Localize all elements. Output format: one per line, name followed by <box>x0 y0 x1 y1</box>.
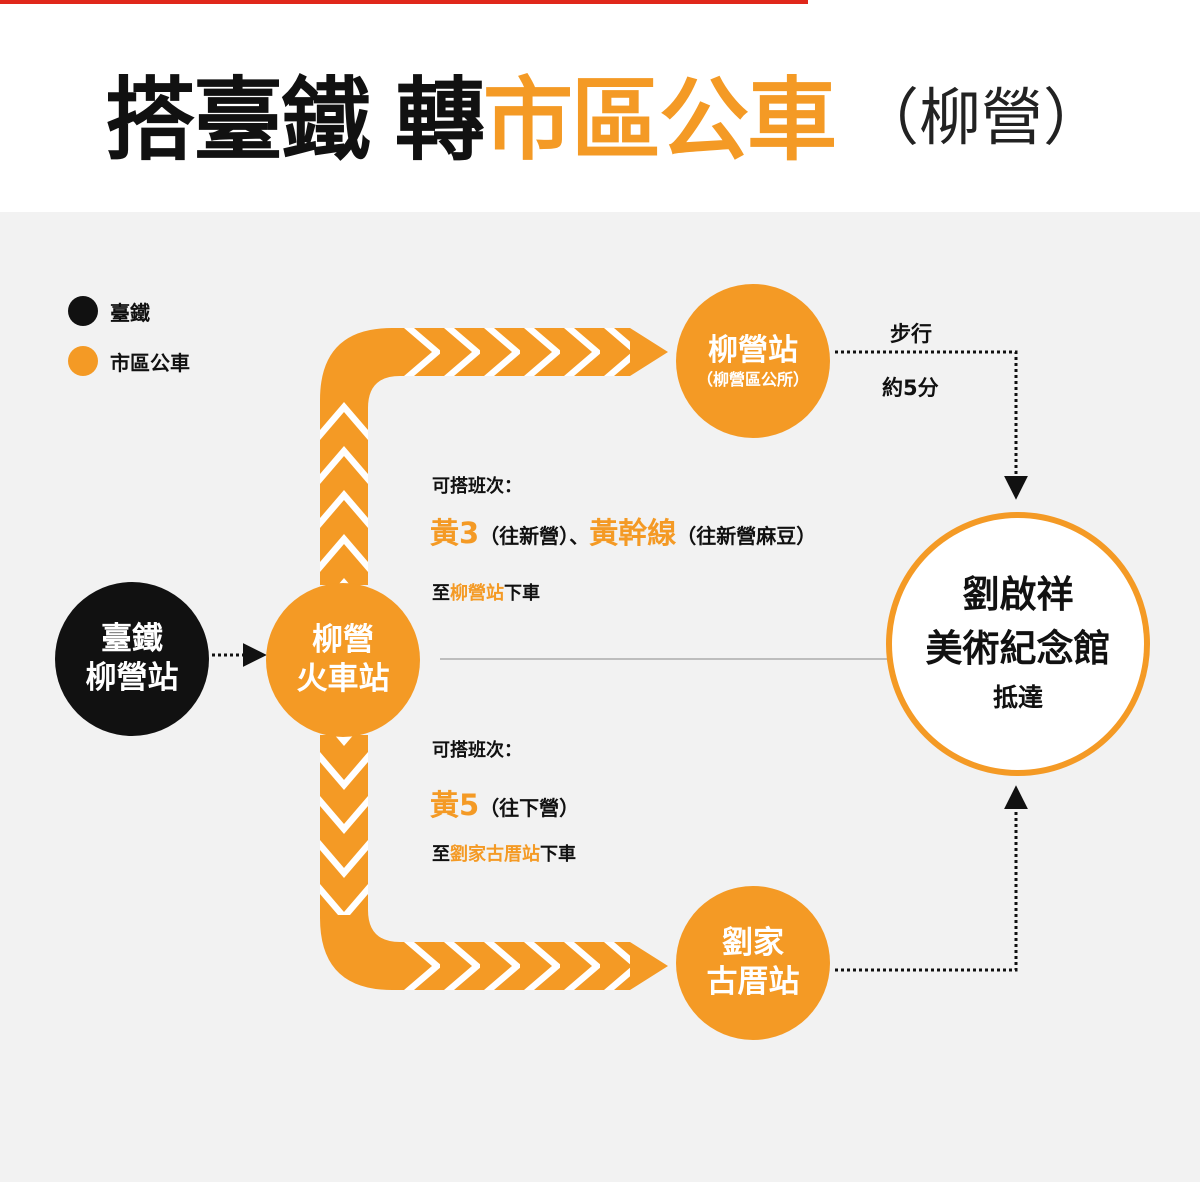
legend-bus-label: 市區公車 <box>110 350 190 375</box>
lower-alight-suffix: 下車 <box>540 844 576 865</box>
walk-arrow-lower <box>835 785 1028 972</box>
lower-route-band <box>320 735 668 990</box>
upper-route2: 黃幹線 <box>589 516 677 550</box>
lower-route1: 黃5 <box>430 788 480 822</box>
title-part-location: （柳營） <box>857 81 1106 154</box>
node-liujia-stop-line1: 劉家 <box>722 925 784 962</box>
walk-time: 約5分 <box>882 376 939 400</box>
upper-route-lines: 黃3（往新營）、黃幹線（往新營麻豆） <box>430 510 816 552</box>
bottom-strip <box>0 1182 1200 1200</box>
node-destination-line2: 美術紀念館 <box>925 626 1111 670</box>
top-accent-bar <box>0 0 808 4</box>
legend-bus-dot <box>68 346 98 376</box>
lower-route1-dest: （往下營） <box>479 796 580 820</box>
legend-bus: 市區公車 <box>68 346 190 376</box>
node-liuying-train-station: 柳營 火車站 <box>266 583 420 737</box>
walk-arrow-upper <box>835 350 1028 500</box>
lower-alight-prefix: 至 <box>432 844 450 865</box>
upper-route-sep: 、 <box>569 524 590 548</box>
lower-route-alight: 至劉家古厝站下車 <box>432 840 576 866</box>
node-tra-line2: 柳營站 <box>85 660 179 696</box>
title-part-bus: 市區公車 <box>483 68 837 173</box>
upper-route1-dest: （往新營） <box>479 524 570 548</box>
node-destination-line3: 抵達 <box>992 683 1043 713</box>
walk-label: 步行 <box>890 322 932 346</box>
upper-alight-suffix: 下車 <box>504 583 540 604</box>
upper-route-band <box>320 328 668 585</box>
title-part-transfer: 轉 <box>395 68 485 173</box>
node-liuying-train-line1: 柳營 <box>312 622 374 659</box>
title-part-train: 搭臺鐵 <box>105 68 371 173</box>
node-liujia-bus-stop: 劉家 古厝站 <box>676 886 830 1040</box>
node-liuying-train-line2: 火車站 <box>296 661 390 697</box>
legend-train-label: 臺鐵 <box>110 300 150 325</box>
node-liuying-stop-line1: 柳營站 <box>708 333 798 369</box>
node-liuying-bus-stop: 柳營站 （柳營區公所） <box>676 284 830 438</box>
legend-train-dot <box>68 296 98 326</box>
node-destination-line1: 劉啟祥 <box>962 572 1074 616</box>
lower-route-lines: 黃5（往下營） <box>430 782 579 824</box>
upper-route1: 黃3 <box>430 516 480 550</box>
lower-route-heading: 可搭班次： <box>432 740 522 761</box>
lower-alight-stop: 劉家古厝站 <box>450 844 540 865</box>
upper-alight-stop: 柳營站 <box>450 583 504 604</box>
node-liujia-stop-line2: 古厝站 <box>706 964 800 1000</box>
upper-alight-prefix: 至 <box>432 583 450 604</box>
upper-route2-dest: （往新營麻豆） <box>676 524 817 548</box>
upper-route-heading: 可搭班次： <box>432 476 522 497</box>
node-tra-line1: 臺鐵 <box>101 621 163 658</box>
node-tra-liuying-station: 臺鐵 柳營站 <box>55 582 209 736</box>
legend-train: 臺鐵 <box>68 296 150 326</box>
page-title: 搭臺鐵 轉 市區公車 （柳營） <box>105 52 1106 173</box>
node-liuying-stop-line2: （柳營區公所） <box>696 369 809 389</box>
node-destination-museum: 劉啟祥 美術紀念館 抵達 <box>886 512 1150 776</box>
upper-route-alight: 至柳營站下車 <box>432 579 540 605</box>
